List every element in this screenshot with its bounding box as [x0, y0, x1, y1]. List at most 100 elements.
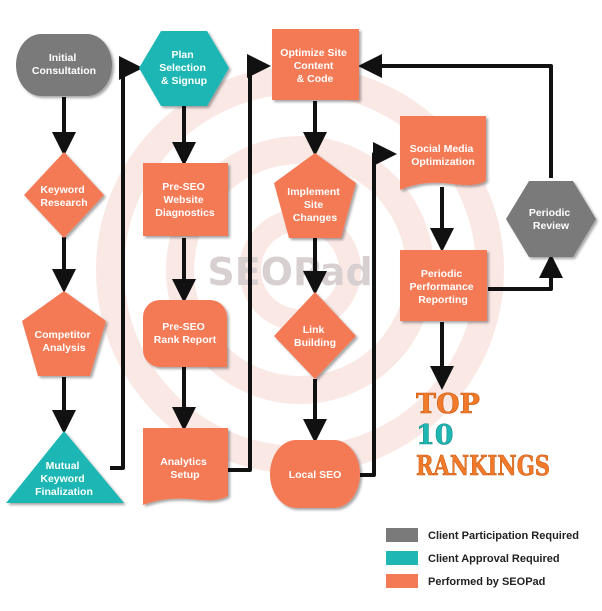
- node-label-line: Research: [40, 197, 87, 209]
- gray-rounded-shape: [16, 34, 112, 96]
- node-plan-selection: Plan Selection & Signup: [139, 31, 229, 106]
- badge-top: TOP: [416, 389, 480, 420]
- legend-item: Client Participation Required: [386, 528, 579, 542]
- orange-rounded-shape: [270, 440, 360, 508]
- node-label-line: Diagnostics: [155, 207, 215, 219]
- teal-triangle: [6, 431, 124, 503]
- node-label-line: Reporting: [418, 294, 468, 306]
- node-label: Plan Selection & Signup: [159, 49, 209, 87]
- node-keyword-research: Keyword Research: [24, 152, 104, 238]
- legend-label: Client Participation Required: [428, 530, 579, 542]
- node-label-line: Implement: [287, 186, 340, 198]
- orange-rectangle: [400, 250, 487, 321]
- node-label-line: Link: [303, 324, 325, 336]
- legend-label: Performed by SEOPad: [428, 576, 545, 588]
- teal-hexagon: [139, 31, 229, 106]
- node-label-line: Pre-SEO: [162, 181, 205, 193]
- orange-rounded-square: [143, 300, 227, 367]
- node-pre-seo-diagnostics: Pre-SEO Website Diagnostics: [143, 163, 228, 236]
- legend-item: Client Approval Required: [386, 551, 560, 565]
- node-label-line: Content: [294, 60, 334, 72]
- legend-swatch-gray: [386, 528, 418, 542]
- gray-hexagon: [506, 181, 596, 257]
- node-label-line: Keyword: [40, 184, 84, 196]
- arrow-performance-to-review: [488, 254, 563, 291]
- node-label: Mutual Keyword Finalization: [35, 460, 93, 498]
- node-label: Optimize Site Content & Code: [280, 47, 349, 85]
- orange-diamond: [274, 292, 356, 379]
- node-label-line: Pre-SEO: [162, 321, 205, 333]
- orange-document-shape: [400, 116, 486, 190]
- node-label: Pre-SEO Rank Report: [154, 321, 217, 346]
- node-link-building: Link Building: [274, 292, 356, 379]
- node-label-line: Social Media: [410, 143, 474, 155]
- node-label: Periodic Review: [529, 207, 573, 232]
- node-label-line: Optimization: [411, 156, 475, 168]
- arrow-local-to-social: [360, 142, 397, 477]
- node-label-line: Local SEO: [289, 469, 342, 481]
- node-label: Periodic Performance Reporting: [409, 268, 476, 306]
- node-label-line: Setup: [170, 469, 199, 481]
- node-label: Keyword Research: [40, 184, 87, 209]
- node-periodic-performance-reporting: Periodic Performance Reporting: [400, 250, 487, 321]
- node-label-line: Rank Report: [154, 334, 217, 346]
- legend-item: Performed by SEOPad: [386, 574, 545, 588]
- node-label-line: Selection: [159, 62, 206, 74]
- node-label-line: & Signup: [161, 75, 207, 87]
- node-label-line: Optimize Site: [280, 47, 347, 59]
- orange-pentagon: [22, 291, 106, 376]
- node-label: Implement Site Changes: [287, 186, 342, 224]
- node-label-line: Site: [304, 199, 323, 211]
- node-analytics-setup: Analytics Setup: [143, 428, 228, 505]
- node-label-line: & Code: [297, 73, 334, 85]
- node-label-line: Building: [294, 337, 336, 349]
- arrow-mutual-to-plan: [110, 56, 143, 470]
- orange-rectangle: [272, 29, 359, 100]
- node-label: Initial Consultation: [32, 52, 96, 77]
- arrow-analytics-to-optimize: [228, 54, 271, 472]
- node-label: Local SEO: [289, 469, 342, 481]
- node-competitor-analysis: Competitor Analysis: [22, 291, 106, 376]
- node-label-line: Performance: [409, 281, 473, 293]
- arrow-review-to-optimize: [358, 54, 553, 178]
- legend-swatch-orange: [386, 574, 418, 588]
- node-label: Analytics Setup: [160, 456, 210, 481]
- orange-document-shape: [143, 428, 228, 505]
- node-label-line: Competitor: [35, 329, 91, 341]
- node-label-line: Keyword: [40, 473, 84, 485]
- node-pre-seo-rank-report: Pre-SEO Rank Report: [143, 300, 227, 367]
- node-label-line: Mutual: [46, 460, 80, 472]
- node-label-line: Consultation: [32, 65, 96, 77]
- node-label: Competitor Analysis: [35, 329, 94, 354]
- node-periodic-review: Periodic Review: [506, 181, 596, 257]
- watermark-text: SEOPad: [207, 250, 372, 294]
- legend-label: Client Approval Required: [428, 553, 560, 565]
- node-label-line: Initial: [49, 52, 77, 64]
- legend-swatch-teal: [386, 551, 418, 565]
- node-label-line: Periodic: [421, 268, 463, 280]
- orange-rectangle: [143, 163, 228, 236]
- node-label-line: Website: [164, 194, 204, 206]
- node-label-line: Analysis: [42, 342, 85, 354]
- node-mutual-keyword-finalization: Mutual Keyword Finalization: [6, 431, 124, 503]
- badge-rankings: RANKINGS: [416, 451, 550, 482]
- orange-diamond: [24, 152, 104, 238]
- node-optimize-site: Optimize Site Content & Code: [272, 29, 359, 100]
- connectors: [52, 54, 563, 477]
- node-label-line: Plan: [171, 49, 193, 61]
- node-label: Link Building: [294, 324, 336, 349]
- legend: Client Participation Required Client App…: [386, 528, 579, 588]
- node-implement-site-changes: Implement Site Changes: [274, 153, 356, 238]
- node-local-seo: Local SEO: [270, 440, 360, 508]
- orange-pentagon: [274, 153, 356, 238]
- node-label-line: Periodic: [529, 207, 571, 219]
- node-label: Pre-SEO Website Diagnostics: [155, 181, 215, 219]
- top-10-rankings-badge: TOP 10 RANKINGS: [416, 389, 551, 483]
- node-social-media-optimization: Social Media Optimization: [400, 116, 486, 190]
- node-label-line: Changes: [293, 212, 338, 224]
- node-label-line: Review: [533, 220, 570, 232]
- node-initial-consultation: Initial Consultation: [16, 34, 112, 96]
- badge-ten: 10: [416, 420, 454, 451]
- node-label-line: Analytics: [160, 456, 207, 468]
